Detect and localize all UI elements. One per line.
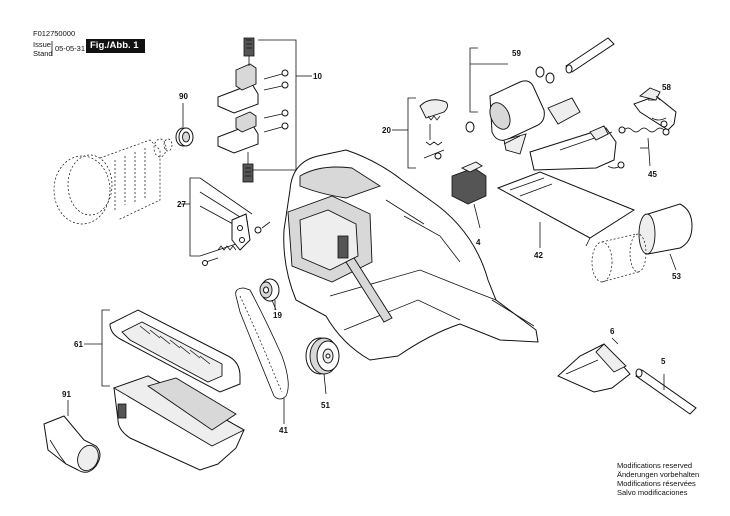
part-label-42: 42 — [534, 251, 543, 260]
part-label-53: 53 — [672, 272, 681, 281]
modifications-notice: Modifications reserved Änderungen vorbeh… — [617, 461, 699, 497]
drive-roller — [465, 37, 648, 171]
document-number: F012750000 — [33, 29, 76, 38]
sanding-roller — [591, 203, 693, 283]
main-housing — [283, 149, 539, 361]
part-label-27: 27 — [177, 200, 186, 209]
tension-spring — [618, 126, 670, 167]
dust-box-cover — [84, 309, 241, 393]
tensioner-lever — [633, 87, 677, 131]
dust-box — [112, 375, 245, 471]
bearing-ring — [175, 103, 194, 147]
part-label-58: 58 — [662, 83, 671, 92]
base-plate — [496, 171, 636, 248]
armature-outline — [53, 138, 173, 225]
stand-label: Stand — [33, 49, 53, 58]
part-label-91: 91 — [62, 390, 71, 399]
part-label-51: 51 — [321, 401, 330, 410]
dust-adaptor — [43, 400, 101, 473]
drive-belt — [235, 287, 289, 424]
brush-holder-assembly — [217, 37, 312, 183]
part-label-10: 10 — [313, 72, 322, 81]
part-label-59: 59 — [512, 49, 521, 58]
part-label-45: 45 — [648, 170, 657, 179]
notice-line-de: Änderungen vorbehalten — [617, 470, 700, 479]
small-pulley — [259, 278, 280, 311]
issue-date: 05-05-31 — [55, 44, 86, 53]
part-label-5: 5 — [661, 357, 666, 366]
trigger-assembly — [392, 97, 449, 169]
part-label-6: 6 — [610, 327, 615, 336]
suction-nozzle — [557, 337, 631, 393]
part-label-4: 4 — [476, 238, 481, 247]
large-pulley — [305, 337, 340, 395]
part-label-41: 41 — [279, 426, 288, 435]
part-label-19: 19 — [273, 311, 282, 320]
notice-line-fr: Modifications réservées — [617, 479, 696, 488]
part-label-20: 20 — [382, 126, 391, 135]
part-label-90: 90 — [179, 92, 188, 101]
issue-label: Issue — [33, 40, 51, 49]
switch-assembly — [181, 177, 271, 266]
part-label-61: 61 — [74, 340, 83, 349]
notice-line-es: Salvo modificaciones — [617, 488, 688, 497]
notice-line-en: Modifications reserved — [617, 461, 693, 470]
bracket-part — [451, 161, 487, 229]
hose-tube — [635, 368, 697, 415]
figure-label: Fig./Abb. 1 — [86, 39, 145, 53]
